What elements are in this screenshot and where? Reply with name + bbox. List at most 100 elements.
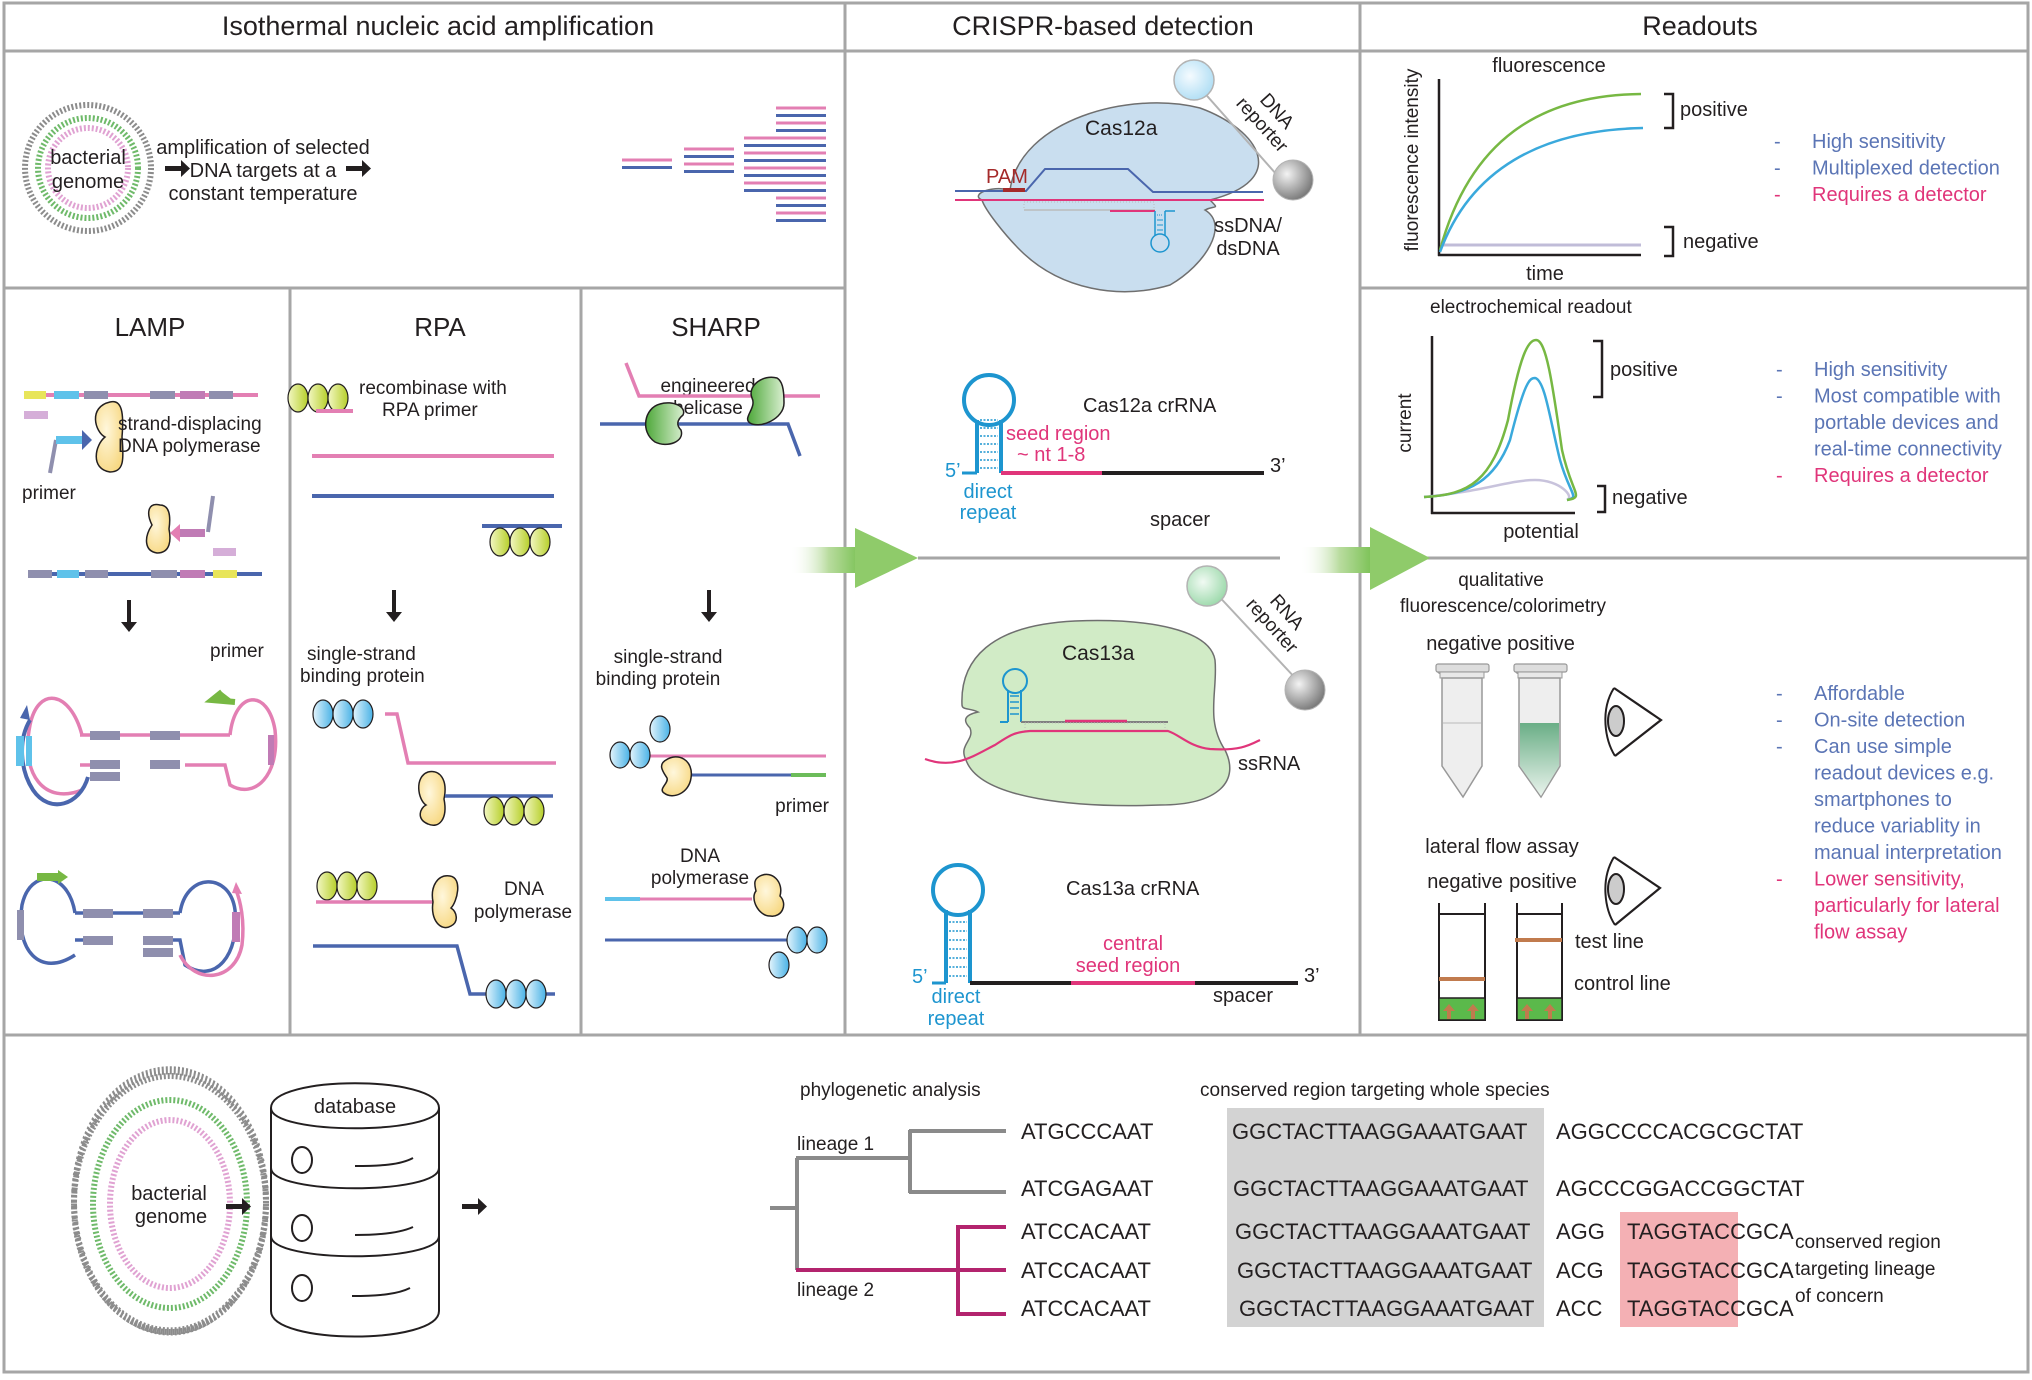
sequence-conserved-species: GGCTACTTAAGGAAATGAAT <box>1233 1176 1528 1201</box>
protein-subunit <box>485 979 507 1009</box>
protein-subunit <box>483 796 505 826</box>
control-line-label: control line <box>1574 973 1671 995</box>
bullet-dash: - <box>1776 710 1783 732</box>
eye-icon <box>1604 856 1662 926</box>
rpa-polymerase-label-2: polymerase <box>474 902 572 923</box>
cas13a-base-pairing <box>1024 722 1166 732</box>
electrochemical-negative-label: negative <box>1612 487 1688 509</box>
sequence-prefix: ATCGAGAAT <box>1021 1176 1153 1201</box>
lamp-template-strand <box>24 391 258 419</box>
protein-subunit <box>327 383 349 413</box>
sequence-conserved-species: GGCTACTTAAGGAAATGAAT <box>1235 1219 1530 1244</box>
lamp-complement-strand <box>28 570 262 578</box>
database-icon <box>270 1082 440 1338</box>
rpa-recombinase-label-2: RPA primer <box>382 400 478 421</box>
cas13a-label: Cas13a <box>1062 642 1135 665</box>
sequence-conserved-lineage: TAGGTACCGCA <box>1627 1219 1794 1244</box>
arrow-right-icon <box>462 1198 487 1215</box>
pro-item: High sensitivity <box>1814 359 1947 381</box>
lineage-2-label: lineage 2 <box>797 1280 874 1301</box>
bullet-dash: - <box>1776 683 1783 705</box>
sharp-title: SHARP <box>671 312 761 342</box>
amplification-description-1: amplification of selected <box>156 137 369 159</box>
ssb-protein-icon <box>485 979 547 1009</box>
polymerase-icon <box>145 503 171 554</box>
cas12a-seed-label-2: ~ nt 1-8 <box>1017 444 1085 466</box>
bio-genome-label-2: genome <box>135 1206 207 1228</box>
cas12a-crrna-title: Cas12a crRNA <box>1083 395 1217 417</box>
protein-subunit <box>356 871 378 901</box>
conserved-species-highlight <box>1227 1108 1544 1327</box>
cas13a-spacer-label: spacer <box>1213 985 1273 1007</box>
fluorescence-pros-cons: -High sensitivity-Multiplexed detection-… <box>1774 131 2000 206</box>
bullet-dash: - <box>1776 465 1783 487</box>
protein-subunit <box>336 871 358 901</box>
bullet-dash: - <box>1774 131 1781 153</box>
recombinase-icon <box>316 871 378 901</box>
fluorescence-positive-label: positive <box>1680 99 1748 121</box>
protein-subunit <box>312 699 334 729</box>
bullet-dash: - <box>1774 184 1781 206</box>
pro-item: reduce variablity in <box>1814 816 1981 838</box>
polymerase-icon <box>418 770 446 826</box>
protein-subunit <box>503 796 525 826</box>
fluorescence-plot <box>1437 79 1675 258</box>
protein-subunit <box>307 383 329 413</box>
cas12a-crrna-direct-repeat-icon <box>962 373 1016 475</box>
fluorescence-y-axis-label: fluorescence intensity <box>1402 68 1423 251</box>
sharp-ssb-label-1: single-strand <box>614 647 723 668</box>
eye-icon <box>1604 687 1663 757</box>
rpa-title: RPA <box>414 312 466 342</box>
arrow-right-icon <box>346 160 371 177</box>
pro-item: Most compatible with <box>1814 386 2001 408</box>
bullet-dash: - <box>1776 359 1783 381</box>
sequence-conserved-lineage: TAGGTACCGCA <box>1627 1258 1794 1283</box>
cas12a-label: Cas12a <box>1085 117 1158 140</box>
conserved-lineage-label-3: of concern <box>1795 1286 1884 1307</box>
cas12a-base-pairing <box>1023 201 1155 212</box>
protein-subunit <box>529 527 551 557</box>
bullet-dash: - <box>1776 386 1783 408</box>
pro-item: Can use simple <box>1814 736 1952 758</box>
con-item: particularly for lateral <box>1814 895 2000 917</box>
protein-subunit <box>316 871 338 901</box>
sequence-conserved-species: GGCTACTTAAGGAAATGAAT <box>1237 1258 1532 1283</box>
rpa-polymerase-label-1: DNA <box>504 879 544 900</box>
polymerase-icon <box>94 400 124 473</box>
cas12a-protein-icon <box>977 102 1260 293</box>
phylogenetic-title: phylogenetic analysis <box>800 1080 981 1101</box>
cas12a-seed-label-1: seed region <box>1006 423 1111 445</box>
ssb-protein-icon <box>312 699 374 729</box>
cas13a-protein-icon <box>961 619 1231 807</box>
visual-title-1: qualitative <box>1458 570 1544 591</box>
protein-subunit <box>287 383 309 413</box>
visual-title-2: fluorescence/colorimetry <box>1400 596 1606 617</box>
protein-subunit <box>489 527 511 557</box>
sequence-prefix: ATCCACAAT <box>1021 1296 1151 1321</box>
protein-subunit <box>509 527 531 557</box>
tube-positive-icon <box>1513 663 1568 799</box>
tube-positive-label: positive <box>1507 633 1575 655</box>
recombinase-icon <box>489 527 551 557</box>
arrow-down-icon <box>701 590 717 622</box>
pro-item: Affordable <box>1814 683 1905 705</box>
positive-curve-blue <box>1438 126 1644 253</box>
sharp-ssb-label-2: binding protein <box>596 669 721 690</box>
polymerase-icon <box>753 873 785 917</box>
lfa-positive-label: positive <box>1509 871 1577 893</box>
bullet-dash: - <box>1774 158 1781 180</box>
cas12a-three-prime: 3’ <box>1270 455 1286 477</box>
arrow-down-icon <box>121 600 137 632</box>
pro-item: portable devices and <box>1814 412 1999 434</box>
sequence-conserved-species: GGCTACTTAAGGAAATGAAT <box>1239 1296 1534 1321</box>
helicase-icon <box>746 376 785 426</box>
lamp-polymerase-label-2: DNA polymerase <box>118 436 261 457</box>
pro-item: On-site detection <box>1814 710 1965 732</box>
cas13a-target-ssrna <box>924 729 1261 764</box>
cas12a-spacer-label: spacer <box>1150 509 1210 531</box>
